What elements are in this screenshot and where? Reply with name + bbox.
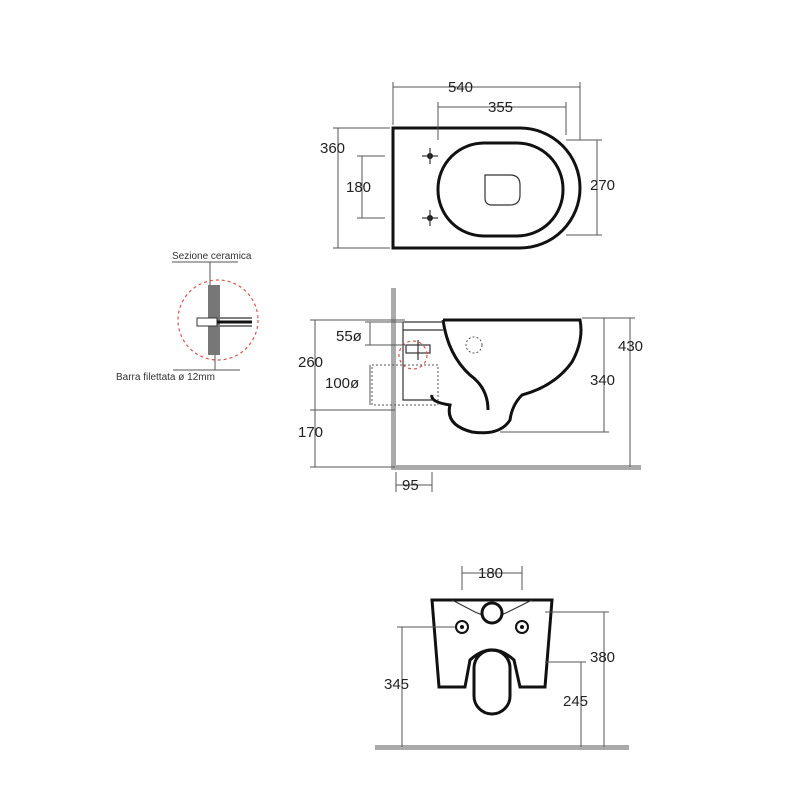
rear-view-outlet	[480, 601, 504, 625]
dim-380: 380	[545, 611, 615, 747]
dim-245-label: 245	[563, 693, 588, 710]
side-view-wall	[391, 288, 396, 468]
dim-95-label: 95	[402, 477, 419, 494]
rear-view-floor	[375, 745, 629, 750]
dim-55: 55ø	[336, 321, 405, 346]
dim-180-rear-label: 180	[478, 565, 503, 582]
detail-inset: Sezione ceramica Barra filettata ø 12mm	[116, 251, 259, 383]
top-view-bolt-upper	[422, 148, 438, 164]
dim-340-label: 340	[590, 372, 615, 389]
top-view: 540 355 360 180 270	[320, 79, 615, 250]
dim-100: 100ø	[325, 365, 371, 405]
top-view-bolt-lower	[422, 210, 438, 226]
dim-345-label: 345	[384, 676, 409, 693]
dim-345: 345	[384, 626, 455, 747]
dim-270-label: 270	[590, 177, 615, 194]
detail-plate	[196, 317, 218, 327]
detail-circle	[177, 279, 259, 361]
dim-170-label: 170	[298, 424, 323, 441]
dim-355: 355	[437, 99, 567, 140]
dim-95: 95	[395, 472, 433, 494]
rear-view: 180 345 380 245	[375, 565, 629, 750]
side-view-bowl-outline	[430, 318, 583, 435]
dim-180-top-label: 180	[346, 179, 371, 196]
side-view-outlet	[465, 336, 483, 354]
dim-270: 270	[566, 139, 615, 236]
dim-180-rear: 180	[461, 565, 523, 590]
dim-355-label: 355	[488, 99, 513, 116]
dim-380-label: 380	[590, 649, 615, 666]
detail-label-rod: Barra filettata ø 12mm	[116, 372, 215, 383]
dim-260-label: 260	[298, 354, 323, 371]
rear-view-bolt-left	[455, 620, 469, 634]
side-view-detail-marker	[398, 340, 428, 370]
top-view-bowl-outline	[391, 126, 582, 250]
dim-55-label: 55ø	[336, 328, 362, 345]
dim-360: 360	[320, 127, 390, 249]
side-view-floor	[391, 465, 641, 470]
side-view-bowl-inner	[441, 319, 490, 411]
top-view-seat	[436, 141, 565, 238]
side-view: 55ø 100ø 260 170 430 340	[116, 251, 643, 494]
dim-360-label: 360	[320, 140, 345, 157]
side-view-supply-box	[371, 364, 439, 406]
dim-100-label: 100ø	[325, 375, 359, 392]
dim-540: 540	[392, 79, 581, 140]
top-view-hinge	[484, 174, 521, 206]
dim-245: 245	[545, 661, 588, 747]
dim-260: 260	[298, 319, 405, 411]
dim-340: 340	[500, 318, 615, 433]
detail-label-section: Sezione ceramica	[172, 251, 252, 262]
dim-540-label: 540	[448, 79, 473, 96]
side-view-back-flange	[402, 321, 443, 401]
dim-170: 170	[298, 410, 395, 468]
rear-view-spigot	[472, 648, 512, 716]
dim-430: 430	[582, 317, 643, 467]
rear-view-bolt-right	[515, 620, 529, 634]
dim-180-top: 180	[346, 155, 385, 219]
dim-430-label: 430	[618, 338, 643, 355]
